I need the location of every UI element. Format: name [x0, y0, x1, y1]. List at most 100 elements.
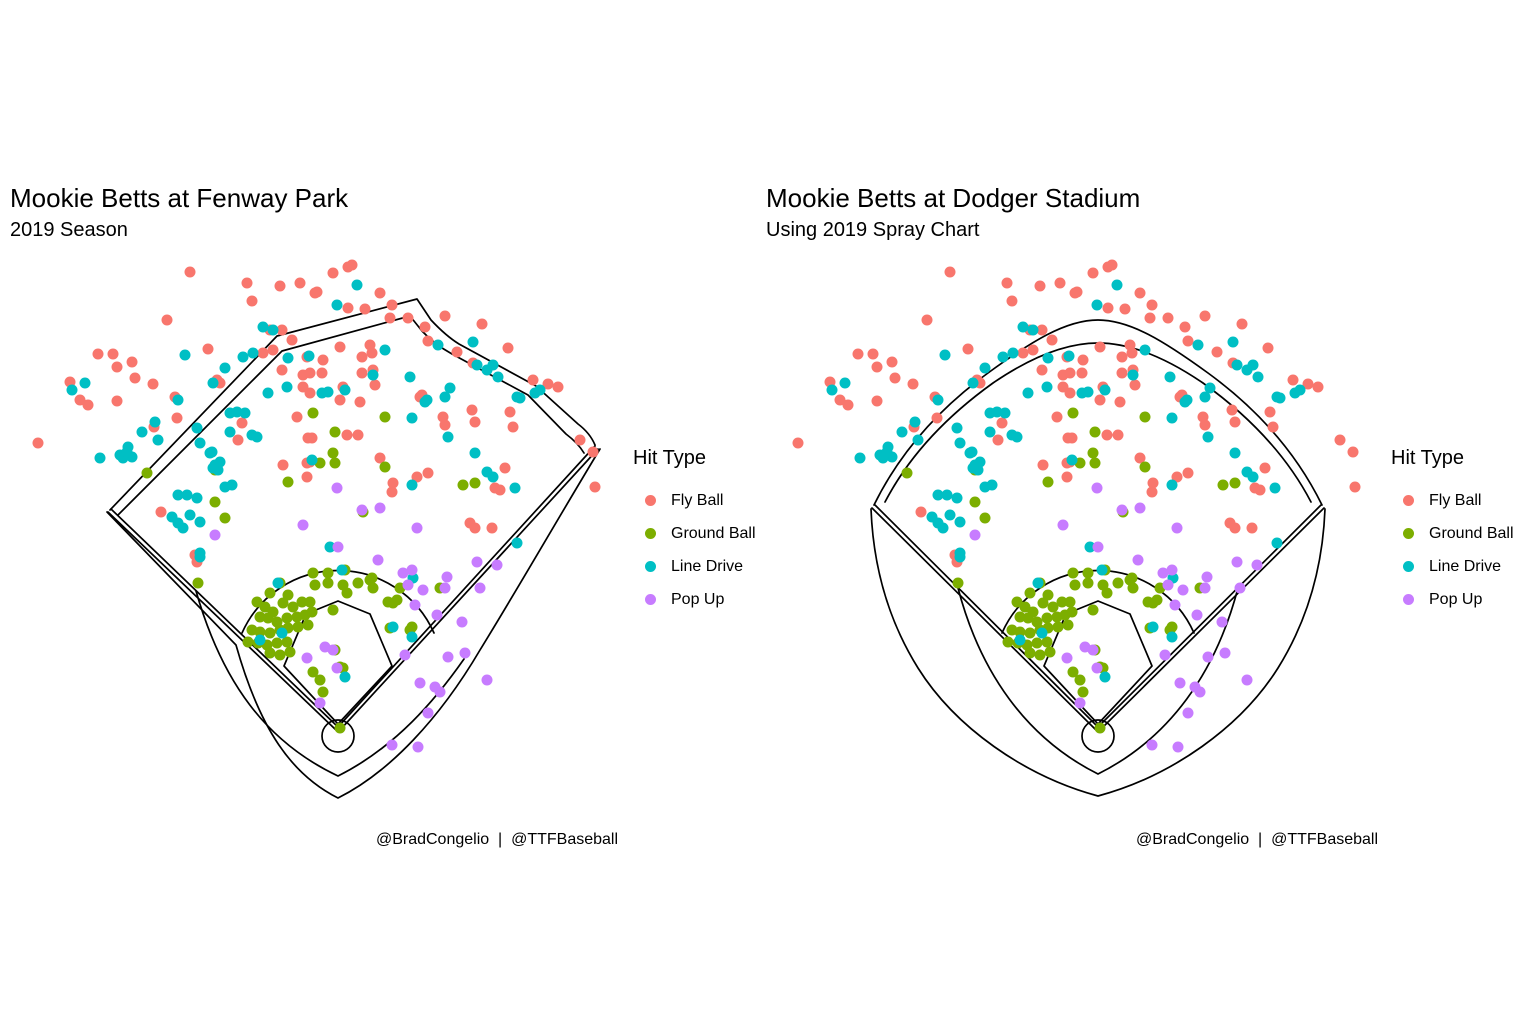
hit-dot-fly-ball	[327, 267, 339, 279]
hit-dot-line-drive	[351, 279, 363, 291]
legend-item-ground-ball: Ground Ball	[633, 517, 756, 550]
hit-dot-ground-ball	[379, 411, 391, 423]
hit-dot-fly-ball	[359, 303, 371, 315]
hit-dot-line-drive	[324, 541, 336, 553]
hit-dot-pop-up	[414, 677, 426, 689]
hit-dot-fly-ball	[1064, 387, 1076, 399]
hit-dot-ground-ball	[1052, 621, 1064, 633]
hit-dot-line-drive	[1063, 350, 1075, 362]
legend-item-pop-up: Pop Up	[1391, 583, 1514, 616]
hit-dot-fly-ball	[419, 321, 431, 333]
ground-ball-key-icon	[1403, 528, 1414, 539]
hit-dot-ground-ball	[1151, 594, 1163, 606]
hit-dot-fly-ball	[317, 354, 329, 366]
hit-dot-fly-ball	[1146, 299, 1158, 311]
hit-dot-fly-ball	[202, 343, 214, 355]
hit-dot-ground-ball	[251, 596, 263, 608]
hit-dot-line-drive	[406, 479, 418, 491]
hit-dot-fly-ball	[1262, 342, 1274, 354]
hit-dot-line-drive	[991, 406, 1003, 418]
hit-dot-fly-ball	[126, 356, 138, 368]
hit-dot-line-drive	[306, 454, 318, 466]
hit-dot-pop-up	[1087, 644, 1099, 656]
hit-dot-ground-ball	[1037, 597, 1049, 609]
hit-dot-line-drive	[257, 321, 269, 333]
hit-dot-fly-ball	[852, 348, 864, 360]
hit-dot-pop-up	[209, 529, 221, 541]
hit-dot-pop-up	[332, 541, 344, 553]
hit-dot-ground-ball	[219, 512, 231, 524]
hit-dot-fly-ball	[1236, 318, 1248, 330]
legend-label: Line Drive	[671, 557, 744, 575]
hit-dot-line-drive	[206, 446, 218, 458]
hit-dot-line-drive	[66, 384, 78, 396]
hit-dot-ground-ball	[254, 611, 266, 623]
hit-dot-fly-ball	[1116, 367, 1128, 379]
hit-dot-line-drive	[1099, 384, 1111, 396]
hit-dot-line-drive	[1032, 577, 1044, 589]
hit-dot-line-drive	[331, 299, 343, 311]
hit-dot-pop-up	[1146, 739, 1158, 751]
hit-dot-ground-ball	[1041, 636, 1053, 648]
hit-dot-ground-ball	[1067, 407, 1079, 419]
hit-dot-fly-ball	[574, 434, 586, 446]
hit-dot-ground-ball	[282, 476, 294, 488]
hit-dot-line-drive	[1017, 321, 1029, 333]
hit-dot-fly-ball	[1006, 295, 1018, 307]
hit-dot-fly-ball	[1287, 374, 1299, 386]
hit-dot-ground-ball	[1014, 611, 1026, 623]
hit-dot-pop-up	[331, 482, 343, 494]
hit-dot-pop-up	[1169, 599, 1181, 611]
hit-dot-line-drive	[421, 394, 433, 406]
hit-dot-fly-ball	[504, 406, 516, 418]
hit-dot-pop-up	[1241, 674, 1253, 686]
hit-dot-fly-ball	[451, 346, 463, 358]
hit-dot-line-drive	[932, 489, 944, 501]
hit-dot-ground-ball	[317, 686, 329, 698]
hit-dot-fly-ball	[274, 280, 286, 292]
hit-dot-fly-ball	[267, 344, 279, 356]
dodger-foul-line-left-2	[871, 507, 1097, 731]
hit-dot-fly-ball	[155, 506, 167, 518]
hit-dot-pop-up	[442, 651, 454, 663]
hit-dot-fly-ball	[439, 419, 451, 431]
fenway-infield-diamond	[283, 600, 393, 725]
hit-dot-fly-ball	[542, 378, 554, 390]
hit-dot-ground-ball	[1229, 477, 1241, 489]
hit-dot-line-drive	[1252, 371, 1264, 383]
hit-dot-line-drive	[1042, 352, 1054, 364]
legend-dodger: Hit Type Fly Ball Ground Ball Line Drive…	[1391, 447, 1514, 616]
hit-dot-pop-up	[1172, 741, 1184, 753]
hit-dot-line-drive	[406, 631, 418, 643]
hit-dot-fly-ball	[111, 395, 123, 407]
hit-dot-line-drive	[404, 371, 416, 383]
hit-dot-fly-ball	[402, 312, 414, 324]
hit-dot-fly-ball	[466, 404, 478, 416]
hit-dot-ground-ball	[141, 467, 153, 479]
hit-dot-fly-ball	[1264, 406, 1276, 418]
hit-dot-fly-ball	[1229, 416, 1241, 428]
hit-dot-ground-ball	[1002, 636, 1014, 648]
hit-dot-ground-ball	[296, 596, 308, 608]
hit-dot-line-drive	[912, 434, 924, 446]
hit-dot-fly-ball	[1094, 341, 1106, 353]
hit-dot-line-drive	[469, 447, 481, 459]
hit-dot-fly-ball	[1162, 312, 1174, 324]
hit-dot-fly-ball	[291, 411, 303, 423]
hit-dot-ground-ball	[469, 477, 481, 489]
hit-dot-fly-ball	[1126, 347, 1138, 359]
hit-dot-ground-ball	[1067, 666, 1079, 678]
hit-dot-fly-ball	[842, 399, 854, 411]
hit-dot-ground-ball	[262, 612, 274, 624]
fly-ball-key-icon	[645, 495, 656, 506]
hit-dot-ground-ball	[1031, 637, 1043, 649]
hit-dot-fly-ball	[92, 348, 104, 360]
dodger-foul-line-left	[874, 504, 1099, 728]
legend-item-fly-ball: Fly Ball	[633, 484, 756, 517]
hit-dot-line-drive	[487, 471, 499, 483]
hit-dot-fly-ball	[1246, 522, 1258, 534]
hit-dot-line-drive	[177, 522, 189, 534]
hit-dot-fly-ball	[886, 356, 898, 368]
legend-label: Pop Up	[1429, 590, 1483, 608]
